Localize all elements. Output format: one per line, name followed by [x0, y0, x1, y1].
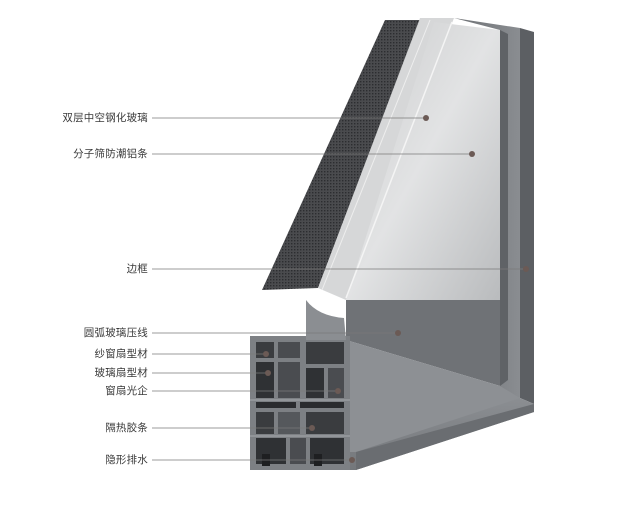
- profile-cross-section: [250, 336, 350, 470]
- glass-pane-inner: [346, 22, 500, 300]
- glass-edge-highlight-2: [321, 19, 431, 291]
- label-outer-frame: 边框: [126, 263, 148, 275]
- label-screen-sash-profile: 纱窗扇型材: [94, 348, 148, 360]
- label-thermal-break-strip: 隔热胶条: [105, 422, 148, 434]
- label-hidden-drainage: 隐形排水: [105, 454, 148, 466]
- label-glass-sash-profile: 玻璃扇型材: [94, 367, 148, 379]
- label-glazing-bead: 圆弧玻璃压线: [83, 327, 148, 339]
- label-insulated-glass: 双层中空钢化玻璃: [62, 112, 148, 124]
- label-sash-flange: 窗扇光企: [105, 385, 148, 397]
- frame-bottom-top-face: [346, 340, 520, 452]
- frame-inner-face: [346, 300, 500, 386]
- frame-vertical-face: [520, 28, 534, 404]
- glass-edge-highlight: [345, 21, 453, 299]
- leader-lines: [152, 117, 526, 461]
- screen-mesh: [262, 20, 420, 290]
- frame-vertical-edge: [500, 30, 508, 386]
- frame-bottom-side: [356, 404, 534, 470]
- leader-dots: [263, 115, 529, 463]
- label-desiccant-spacer: 分子筛防潮铝条: [73, 148, 148, 160]
- glazing-bead: [306, 300, 346, 340]
